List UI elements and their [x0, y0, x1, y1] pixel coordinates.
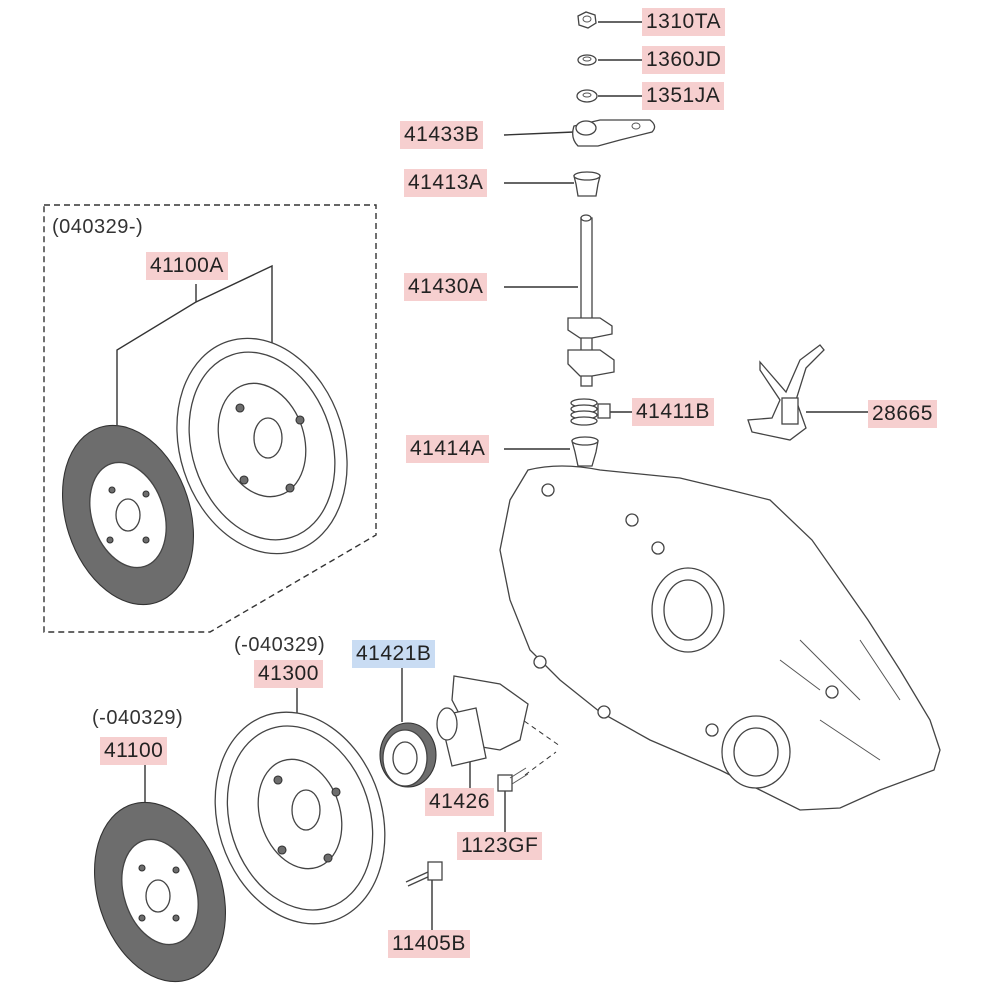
washer-1360JD-icon — [577, 54, 597, 66]
part-label-41300[interactable]: 41300 — [254, 660, 323, 688]
bushing-41413A-icon — [573, 171, 601, 197]
part-label-1310ta[interactable]: 1310TA — [642, 8, 725, 36]
part-label-1123gf[interactable]: 1123GF — [457, 832, 543, 860]
transmission-housing-icon — [499, 465, 941, 811]
part-label-1351ja[interactable]: 1351JA — [642, 82, 725, 110]
part-label-41430a[interactable]: 41430A — [404, 273, 488, 301]
leader-lines — [116, 21, 868, 930]
cover-range-note: (-040329) — [234, 634, 326, 656]
clutch-cover-41100A-icon — [176, 337, 348, 555]
clutch-disc-41100-icon — [93, 801, 227, 983]
clutch-disc-41100A-icon — [61, 424, 195, 606]
part-label-41413a[interactable]: 41413A — [404, 169, 488, 197]
disc-range-note: (-040329) — [92, 707, 184, 729]
kit-dashed-box — [43, 204, 377, 633]
bushing-41414A-icon — [571, 436, 599, 467]
kit-range-note: (040329-) — [52, 216, 144, 238]
part-label-41421b[interactable]: 41421B — [352, 640, 436, 668]
part-label-28665[interactable]: 28665 — [868, 400, 937, 428]
part-label-11405b[interactable]: 11405B — [388, 930, 470, 958]
clutch-cover-41300-icon — [214, 711, 386, 925]
washer-1351JA-icon — [576, 89, 598, 103]
bracket-28665-icon — [747, 344, 825, 441]
nut-1310TA-icon — [577, 11, 597, 29]
part-label-41433b[interactable]: 41433B — [400, 121, 484, 149]
lever-41433B-icon — [572, 119, 656, 147]
part-label-41411b[interactable]: 41411B — [632, 398, 714, 426]
sleeve-41426-icon — [436, 675, 529, 767]
release-bearing-41421B-icon — [379, 722, 437, 788]
bolt-1123GF-icon — [497, 767, 529, 792]
shaft-41430A-icon — [567, 214, 615, 387]
spring-41411B-icon — [570, 398, 611, 426]
bolt-11405B-icon — [405, 861, 443, 887]
part-label-41426[interactable]: 41426 — [425, 788, 494, 816]
part-label-41414a[interactable]: 41414A — [406, 435, 490, 463]
part-label-41100[interactable]: 41100 — [100, 737, 168, 765]
part-label-1360jd[interactable]: 1360JD — [642, 46, 726, 74]
part-label-41100a[interactable]: 41100A — [146, 252, 228, 280]
